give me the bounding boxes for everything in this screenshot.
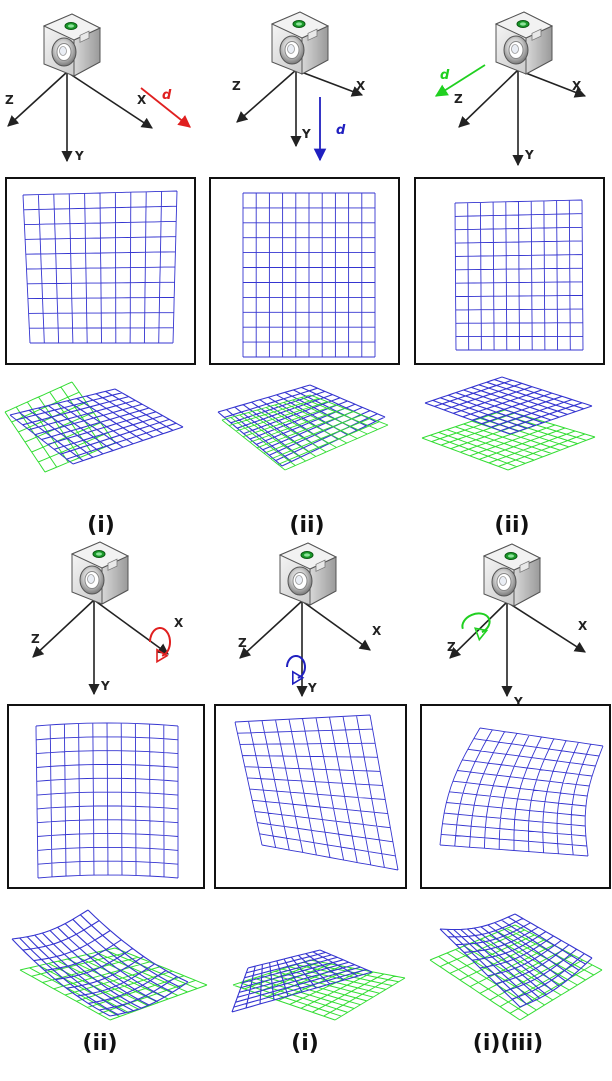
- image-frame: [209, 177, 400, 365]
- panel-rotate-z: Z X Y (i)(iii): [420, 543, 611, 1056]
- panel-caption: (i)(iii): [473, 1031, 543, 1056]
- panel-translate-x: Z X Yd (i): [4, 13, 196, 538]
- axes: Z X Y: [238, 600, 382, 698]
- warped-grid: [231, 949, 373, 1013]
- z-axis-label: Z: [31, 632, 40, 646]
- camera-icon: [270, 11, 330, 75]
- axes: Z X Y: [454, 69, 587, 167]
- y-axis-label: Y: [307, 681, 317, 695]
- rotation-arrow-icon: [461, 612, 491, 642]
- y-axis-label: Y: [100, 679, 110, 693]
- y-axis-label: Y: [74, 149, 84, 163]
- panel-rotate-x: Z X Y (ii): [7, 541, 208, 1056]
- warped-grid: [217, 384, 386, 467]
- x-axis: [93, 599, 169, 655]
- warped-grid: [9, 388, 184, 465]
- panel-caption: (ii): [289, 513, 324, 538]
- x-axis-label: X: [174, 616, 184, 630]
- image-frame: [214, 704, 407, 889]
- x-axis-label: X: [372, 624, 382, 638]
- z-axis: [449, 601, 508, 659]
- axes: Z X Y: [232, 69, 366, 148]
- ground-grid: [221, 394, 389, 471]
- motion-label: d: [440, 68, 450, 83]
- warped-grid: [424, 376, 593, 435]
- camera-icon: [278, 542, 338, 606]
- camera-icon: [494, 11, 554, 75]
- camera-icon: [482, 543, 542, 607]
- panel-caption: (i): [87, 513, 115, 538]
- axes: Z X Y: [5, 71, 153, 163]
- rotation-arrow-icon: [286, 655, 306, 686]
- x-axis: [295, 69, 364, 97]
- rotation-arrow-icon: [149, 627, 171, 664]
- panel-caption: (ii): [82, 1031, 117, 1056]
- warped-grid: [11, 909, 189, 1017]
- ground-grid: [421, 409, 596, 471]
- y-axis-label: Y: [301, 127, 311, 141]
- z-axis: [32, 599, 95, 658]
- z-axis-label: Z: [238, 636, 247, 650]
- image-frame: [7, 704, 205, 889]
- image-grid: [439, 727, 604, 857]
- z-axis-label: Z: [454, 92, 463, 106]
- x-axis: [506, 601, 586, 653]
- camera-icon: [70, 541, 130, 605]
- axes: Z X Y: [31, 599, 184, 696]
- image-grid: [242, 192, 376, 358]
- x-axis-label: X: [356, 79, 366, 93]
- z-axis: [458, 69, 519, 128]
- x-axis-label: X: [578, 619, 588, 633]
- panel-caption: (i): [291, 1031, 319, 1056]
- y-axis-label: Y: [513, 695, 523, 709]
- x-axis: [517, 69, 587, 98]
- z-axis: [236, 69, 297, 123]
- warped-grid: [439, 913, 593, 1008]
- x-axis: [301, 600, 371, 651]
- motion-label: d: [162, 88, 172, 103]
- arrow-icon: d: [140, 87, 191, 128]
- image-grid: [22, 190, 178, 344]
- arrow-icon: d: [313, 97, 346, 162]
- arrow-icon: d: [434, 64, 486, 97]
- z-axis-label: Z: [232, 79, 241, 93]
- motion-label: d: [336, 123, 346, 138]
- x-axis: [66, 71, 153, 129]
- x-axis-label: X: [572, 79, 582, 93]
- image-grid: [454, 199, 584, 351]
- z-axis: [239, 600, 303, 659]
- camera-icon: [42, 13, 102, 77]
- panel-caption: (ii): [494, 513, 529, 538]
- panel-rotate-y: Z X Y (i): [214, 542, 407, 1056]
- image-frame: [414, 177, 605, 365]
- image-grid: [234, 714, 399, 871]
- ground-grid: [232, 959, 406, 1021]
- axes: Z X Y: [447, 601, 588, 709]
- y-axis-label: Y: [524, 148, 534, 162]
- panel-translate-z: Z X Yd (ii): [414, 11, 605, 538]
- z-axis-label: Z: [447, 640, 456, 654]
- x-axis-label: X: [137, 93, 147, 107]
- z-axis-label: Z: [5, 93, 14, 107]
- image-grid: [35, 722, 179, 879]
- image-frame: [420, 704, 611, 889]
- z-axis: [7, 71, 68, 127]
